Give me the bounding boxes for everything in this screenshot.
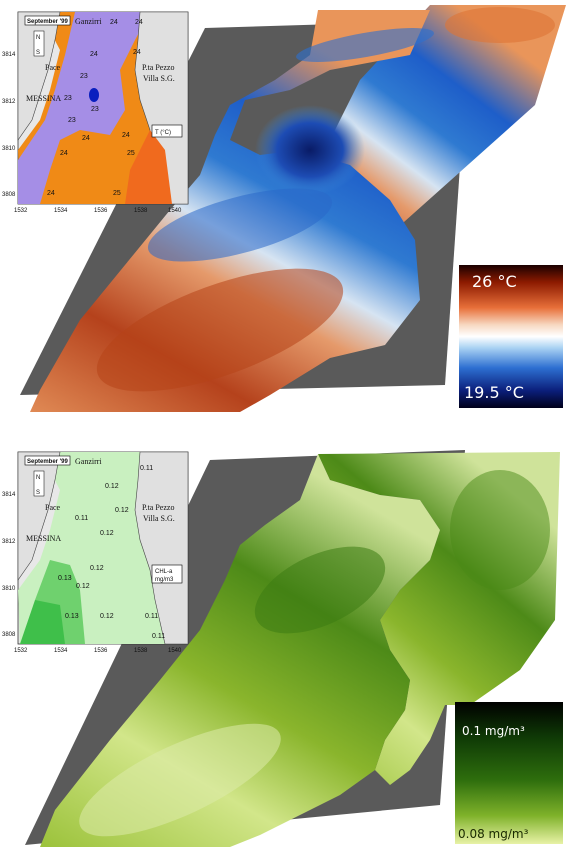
inset-unit-label: CHL-a <box>155 569 173 575</box>
y-tick: 3814 <box>2 52 16 58</box>
chl-inset-map: September '99 N S Ganzirri Pace P.ta Pez… <box>2 451 189 654</box>
chl-light-south <box>79 723 281 837</box>
isoline-label: 0.12 <box>100 530 114 537</box>
place-ganzirri: Ganzirri <box>75 457 102 466</box>
y-tick: 3808 <box>2 192 16 198</box>
north-label: N <box>36 35 40 41</box>
isoline-label: 0.11 <box>145 613 158 620</box>
isotherm-label: 23 <box>64 95 72 102</box>
x-tick: 1540 <box>168 648 182 654</box>
chl-north-dark <box>450 470 550 590</box>
south-label: S <box>36 490 40 496</box>
sst-panel: September '99 N S Ganzirri Pace P.ta Pez… <box>0 0 566 412</box>
chl-colorbar: 0.1 mg/m³ 0.08 mg/m³ <box>455 702 563 844</box>
y-tick: 3814 <box>2 492 16 498</box>
x-tick: 1538 <box>134 208 148 214</box>
place-pace: Pace <box>45 503 61 512</box>
sst-warm-north <box>445 7 555 43</box>
isoline-label: 0.12 <box>76 583 90 590</box>
place-villa-sg: Villa S.G. <box>143 514 175 523</box>
x-tick: 1536 <box>94 208 108 214</box>
x-tick: 1534 <box>54 648 68 654</box>
sst-colorbar: 26 °C 19.5 °C <box>459 265 563 408</box>
colorbar-max-label: 0.1 mg/m³ <box>462 724 525 738</box>
y-tick: 3808 <box>2 632 16 638</box>
isotherm-label: 24 <box>110 19 118 26</box>
chl-figure: September '99 N S Ganzirri Pace P.ta Pez… <box>2 450 563 847</box>
isotherm-label: 24 <box>47 190 55 197</box>
isoline-label: 0.11 <box>75 515 88 522</box>
isoline-label: 0.12 <box>100 613 114 620</box>
y-tick: 3810 <box>2 586 16 592</box>
isotherm-label: 25 <box>113 190 121 197</box>
isoline-label: 0.12 <box>105 483 119 490</box>
isotherm-label: 24 <box>122 132 130 139</box>
isoline-label: 0.13 <box>65 613 79 620</box>
y-tick: 3812 <box>2 99 16 105</box>
isotherm-label: 24 <box>135 19 143 26</box>
place-punta-pezzo: P.ta Pezzo <box>142 503 174 512</box>
sst-cold-band <box>147 188 333 262</box>
isotherm-label: 24 <box>90 51 98 58</box>
sst-coastal-cold <box>296 28 434 62</box>
chl-panel: September '99 N S Ganzirri Pace P.ta Pez… <box>0 440 566 847</box>
place-ganzirri: Ganzirri <box>75 17 102 26</box>
x-tick: 1532 <box>14 208 28 214</box>
sst-cold-core <box>255 105 365 195</box>
x-tick: 1540 <box>168 208 182 214</box>
isotherm-label: 24 <box>60 150 68 157</box>
inset-chl-dark <box>20 600 65 644</box>
inset-unit-label-2: mg/m3 <box>155 577 174 583</box>
inset-warm-east <box>125 130 172 204</box>
x-tick: 1538 <box>134 648 148 654</box>
sst-warm-south <box>96 268 344 392</box>
inset-cold-core <box>89 88 99 102</box>
inset-cold-region <box>18 12 150 204</box>
inset-date-label: September '99 <box>27 19 68 25</box>
isoline-label: 0.13 <box>58 575 72 582</box>
isotherm-label: 23 <box>68 117 76 124</box>
isoline-label: 0.11 <box>140 465 153 472</box>
y-tick: 3810 <box>2 146 16 152</box>
x-tick: 1536 <box>94 648 108 654</box>
isotherm-label: 23 <box>80 73 88 80</box>
place-punta-pezzo: P.ta Pezzo <box>142 63 174 72</box>
y-tick: 3812 <box>2 539 16 545</box>
x-tick: 1534 <box>54 208 68 214</box>
isotherm-label: 23 <box>91 106 99 113</box>
isotherm-label: 24 <box>133 49 141 56</box>
colorbar-min-label: 0.08 mg/m³ <box>458 827 529 841</box>
sst-inset-map: September '99 N S Ganzirri Pace P.ta Pez… <box>2 11 189 214</box>
place-villa-sg: Villa S.G. <box>143 74 175 83</box>
sst-figure: September '99 N S Ganzirri Pace P.ta Pez… <box>2 5 566 412</box>
place-pace: Pace <box>45 63 61 72</box>
place-messina: MESSINA <box>26 534 61 543</box>
chl-dark-band <box>254 546 386 634</box>
colorbar-max-label: 26 °C <box>472 272 517 291</box>
place-messina: MESSINA <box>26 94 61 103</box>
colorbar-min-label: 19.5 °C <box>464 383 524 402</box>
isotherm-label: 24 <box>82 135 90 142</box>
south-label: S <box>36 50 40 56</box>
x-tick: 1532 <box>14 648 28 654</box>
inset-unit-label: T (°C) <box>155 130 171 136</box>
inset-land-calabria <box>134 451 189 645</box>
isoline-label: 0.12 <box>115 507 129 514</box>
north-label: N <box>36 475 40 481</box>
isoline-label: 0.11 <box>152 633 165 640</box>
isoline-label: 0.12 <box>90 565 104 572</box>
isotherm-label: 25 <box>127 150 135 157</box>
inset-date-label: September '99 <box>27 459 68 465</box>
